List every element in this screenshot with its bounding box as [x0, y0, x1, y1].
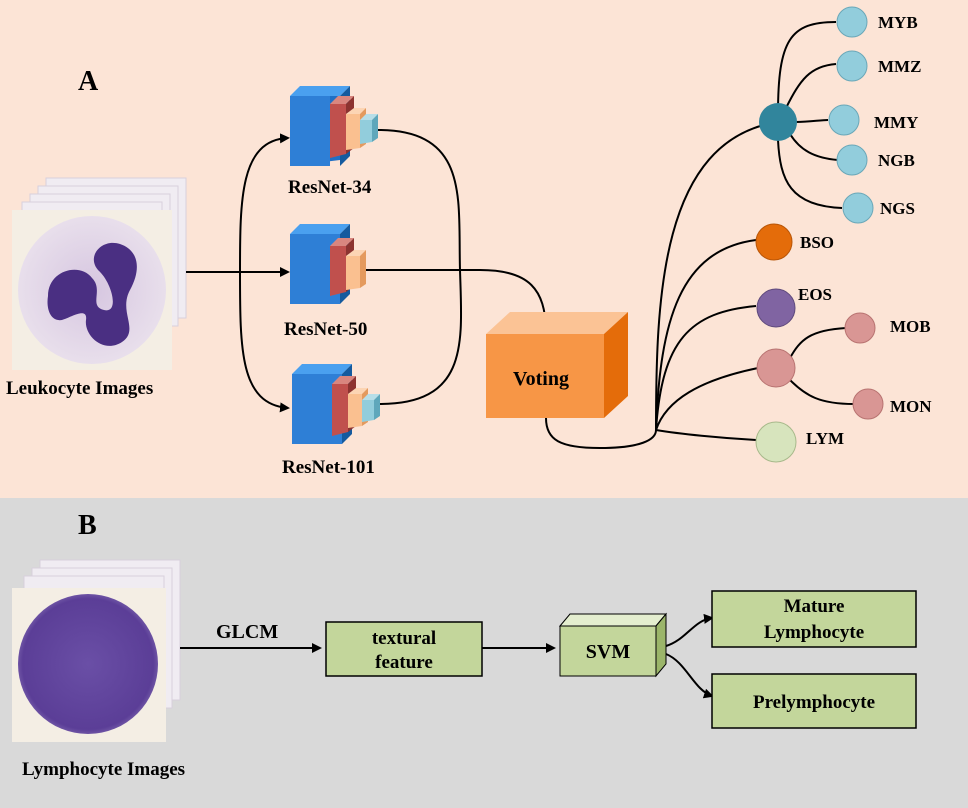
textural-feature-box	[325, 621, 483, 677]
prelymphocyte-box	[711, 673, 917, 729]
svm-label: SVM	[586, 641, 631, 663]
class-node-ngs	[842, 192, 874, 224]
class-label-mmz: MMZ	[878, 57, 921, 76]
mature-lymphocyte-box	[711, 590, 917, 648]
resnet-50-label: ResNet-50	[284, 319, 367, 340]
leukocyte-images-label: Leukocyte Images	[6, 378, 153, 399]
panel-b-letter: B	[78, 510, 97, 541]
resnet-101-label: ResNet-101	[282, 457, 375, 478]
lymphocyte-images-label: Lymphocyte Images	[22, 759, 185, 780]
class-node-eos	[756, 288, 796, 328]
class-label-lym: LYM	[806, 429, 844, 448]
class-label-myb: MYB	[878, 13, 918, 32]
mature-lymphocyte-line1: Mature	[784, 596, 845, 617]
resnet-34-block	[290, 86, 378, 166]
svm-to-mature-arrow	[665, 613, 714, 647]
class-node-lym	[755, 421, 797, 463]
mature-lymphocyte-line2: Lymphocyte	[764, 622, 864, 643]
class-node-mmy	[828, 104, 860, 136]
svm-cube	[558, 612, 668, 678]
class-node-mmz	[836, 50, 868, 82]
prelymphocyte-label: Prelymphocyte	[753, 692, 875, 713]
class-node-mon	[852, 388, 884, 420]
voting-cube	[486, 312, 628, 418]
textural-feature-line2: feature	[375, 652, 433, 673]
class-label-eos: EOS	[798, 285, 832, 304]
monocyte-hub-branches	[789, 327, 855, 405]
input-to-resnet34-arrow	[239, 133, 290, 273]
lymphocyte-image-stack	[12, 559, 181, 742]
monocyte-hub-node	[756, 348, 796, 388]
class-label-mon: MON	[890, 397, 932, 416]
glcm-label: GLCM	[216, 621, 278, 643]
neutrophil-hub-branches	[777, 21, 843, 209]
classification-branches	[655, 121, 779, 441]
leukocyte-image-stack	[12, 177, 187, 370]
class-label-bso: BSO	[800, 233, 834, 252]
neutrophil-hub-node	[759, 103, 797, 141]
input-to-resnet101-arrow	[239, 271, 290, 413]
resnet-34-label: ResNet-34	[288, 177, 372, 198]
class-node-ngb	[836, 144, 868, 176]
voting-label: Voting	[513, 368, 569, 390]
class-node-mob	[844, 312, 876, 344]
textural-feature-line1: textural	[372, 628, 436, 649]
svm-to-prelymphocyte-arrow	[665, 653, 714, 699]
class-node-myb	[836, 6, 868, 38]
class-node-bso	[755, 223, 793, 261]
class-label-ngb: NGB	[878, 151, 915, 170]
class-label-mmy: MMY	[874, 113, 918, 132]
resnet-50-block	[290, 224, 366, 304]
class-label-mob: MOB	[890, 317, 931, 336]
panel-a-letter: A	[78, 66, 99, 97]
class-label-ngs: NGS	[880, 199, 915, 218]
resnet-101-block	[292, 364, 380, 444]
voting-output-curve	[545, 417, 657, 450]
